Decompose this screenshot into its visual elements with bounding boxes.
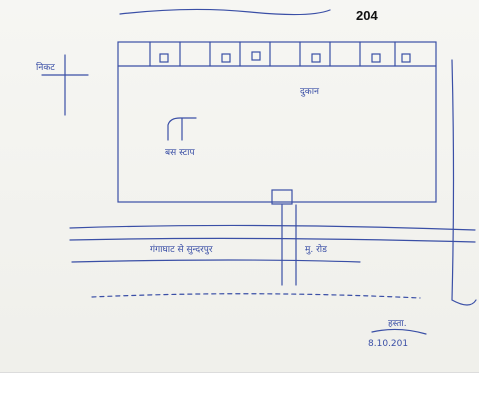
label-main-road: मु. रोड (305, 243, 327, 255)
road-upper-edge (69, 224, 476, 231)
shop-boxes (159, 51, 411, 63)
label-signature: हस्ता. (388, 319, 407, 329)
right-road (451, 59, 477, 306)
bottom-margin (0, 372, 479, 407)
label-shop: दुकान (300, 87, 320, 97)
building-outline (117, 41, 437, 203)
document-number: 204 (356, 8, 378, 23)
label-road: गंगाघाट से सुन्दरपुर (150, 243, 213, 255)
signature-stroke (371, 328, 427, 335)
header-scribble (119, 8, 331, 16)
label-bus-stop: बस स्टाप (165, 148, 195, 158)
road-lower-edge (69, 237, 476, 243)
road-second-edge (71, 259, 361, 263)
gate (271, 189, 293, 205)
label-date: 8.10.201 (368, 339, 408, 349)
label-nearby: निकट (36, 61, 55, 73)
shop-dividers (149, 41, 396, 67)
dotted-boundary (91, 293, 421, 299)
tap-symbol (167, 117, 197, 141)
